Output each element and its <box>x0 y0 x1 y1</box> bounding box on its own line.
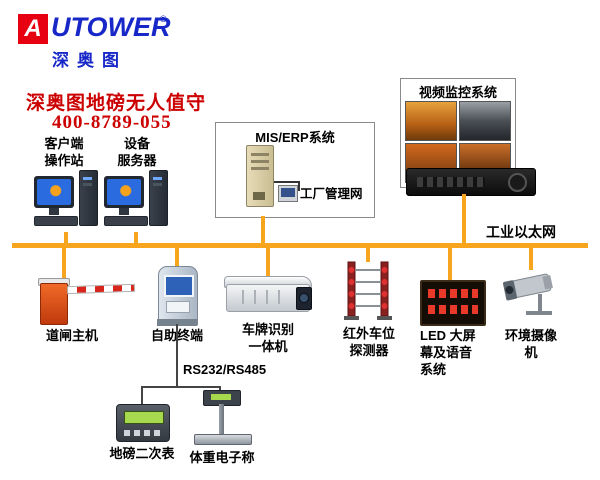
erp-terminal-icon <box>278 185 298 202</box>
serial-line <box>219 386 221 391</box>
dvr-knob-icon <box>508 173 527 192</box>
connector-line <box>448 248 452 280</box>
serial-line <box>141 386 221 388</box>
surveillance-image-grid <box>405 101 511 183</box>
scale-label: 体重电子称 <box>189 450 255 465</box>
registered-mark: ® <box>160 14 167 24</box>
kiosk-screen-icon <box>164 275 194 297</box>
connector-line <box>62 248 66 280</box>
headline: 深奥图地磅无人值守 <box>26 93 207 114</box>
led-screen-icon <box>420 280 486 326</box>
device-server-label: 设备 服务器 <box>117 136 157 168</box>
ethernet-bus-label: 工业以太网 <box>486 224 556 240</box>
pc-tower-icon <box>149 170 168 226</box>
connector-line <box>366 248 370 262</box>
env-camera-label: 环境摄像 机 <box>504 328 557 360</box>
infrared-label: 红外车位 探测器 <box>342 326 395 358</box>
barrier-label: 道闸主机 <box>45 328 98 343</box>
autower-brand-chinese: 深奥图 <box>52 51 127 70</box>
connector-line <box>266 248 270 276</box>
video-system-label: 视频监控系统 <box>418 85 497 100</box>
connector-line <box>175 248 179 266</box>
connector-line <box>462 194 466 243</box>
pc-monitor-icon <box>34 176 74 208</box>
factory-net-label: 工厂管理网 <box>300 187 363 201</box>
keyboard-icon <box>34 216 78 226</box>
erp-net-line <box>274 181 300 183</box>
infrared-detector-icon <box>344 261 392 320</box>
mis-erp-label: MIS/ERP系统 <box>255 130 335 145</box>
client-station-label: 客户端 操作站 <box>44 136 84 168</box>
barrier-arm-icon <box>66 283 136 295</box>
connector-line <box>529 248 533 270</box>
connector-line <box>134 232 138 243</box>
meter-lcd-icon <box>124 411 164 424</box>
barrier-gate-icon <box>36 278 138 325</box>
surveillance-image <box>405 101 457 141</box>
connector-line <box>64 232 68 243</box>
keyboard-icon <box>104 216 148 226</box>
erp-net-line <box>298 181 300 191</box>
client-workstation-icon <box>34 170 98 232</box>
autower-brand-text: UTOWER <box>51 12 171 42</box>
mis-erp-box: MIS/ERP系统 工厂管理网 <box>215 122 375 218</box>
dvr-recorder-icon <box>406 168 536 196</box>
scale-lcd-icon <box>211 394 231 400</box>
electronic-scale-icon <box>194 390 252 446</box>
surveillance-image <box>459 101 511 141</box>
weighbridge-meter-icon <box>116 404 170 442</box>
camera-lens-icon <box>299 293 309 303</box>
serial-line <box>141 386 143 404</box>
serial-line <box>176 324 178 386</box>
self-service-kiosk-icon <box>157 266 198 326</box>
scale-platform-icon <box>194 434 252 445</box>
lpr-label: 车牌识别 一体机 <box>241 322 294 354</box>
pc-monitor-icon <box>104 176 144 208</box>
connector-line <box>261 216 265 243</box>
pc-tower-icon <box>79 170 98 226</box>
meter-label: 地磅二次表 <box>109 446 175 461</box>
led-label: LED 大屏 幕及语音 系统 <box>420 328 476 377</box>
cctv-camera-icon <box>503 273 553 315</box>
erp-server-icon <box>246 145 274 207</box>
phone-number: 400-8789-055 <box>52 112 172 133</box>
device-server-icon <box>104 170 168 232</box>
kiosk-keypad-icon <box>166 301 190 313</box>
ethernet-bus-line <box>12 243 588 248</box>
lpr-camera-icon <box>224 276 312 318</box>
rs485-label: RS232/RS485 <box>183 362 267 377</box>
autower-logo-mark: A <box>18 14 48 44</box>
